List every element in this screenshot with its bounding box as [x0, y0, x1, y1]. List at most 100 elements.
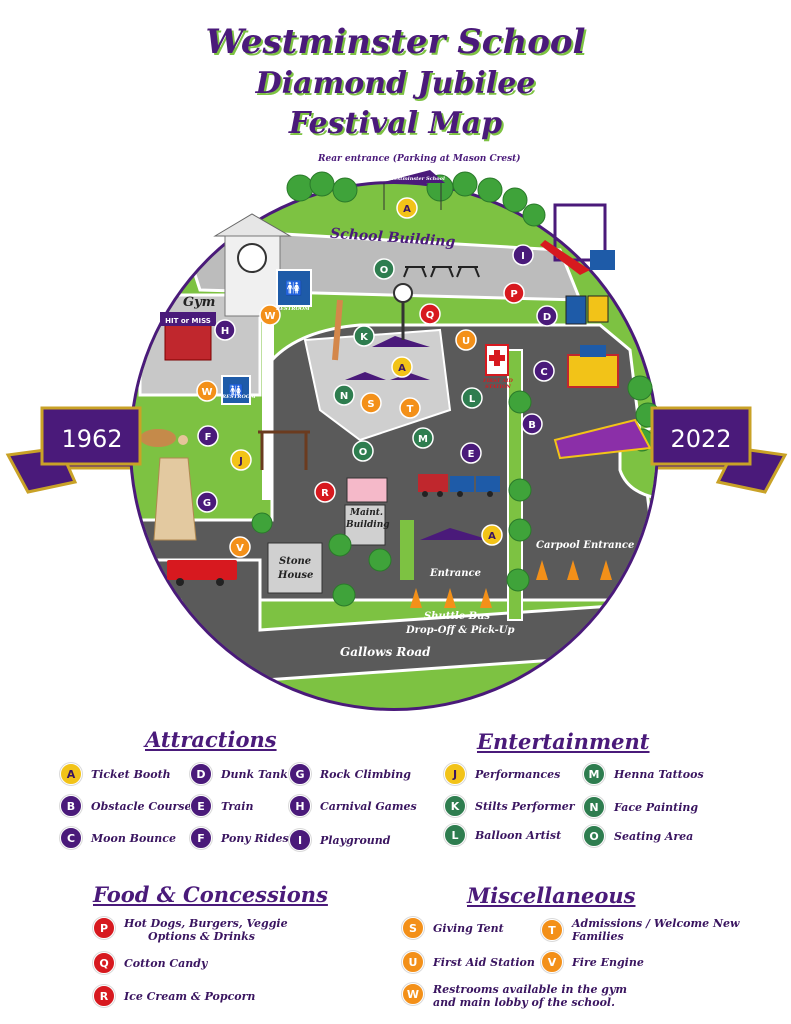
badge-icon: H	[289, 795, 311, 817]
legend-item-b: B Obstacle Course	[60, 795, 191, 817]
map-marker-letter: V	[236, 543, 244, 554]
entertainment-heading: Entertainment	[477, 729, 650, 754]
misc-heading: Miscellaneous	[467, 883, 636, 908]
badge-icon: C	[60, 827, 82, 849]
map-marker-letter: Q	[426, 310, 435, 321]
map-marker-c: C	[533, 360, 555, 382]
map-marker-letter: R	[321, 488, 329, 499]
map-marker-o: O	[352, 440, 374, 462]
badge-icon: S	[402, 917, 424, 939]
map-marker-k: K	[353, 325, 375, 347]
legend-label-line2: Options & Drinks	[148, 930, 255, 943]
badge-icon: L	[444, 824, 466, 846]
traffic-cone-icons	[410, 560, 612, 608]
legend-label: Giving Tent	[433, 921, 504, 935]
map-marker-letter: U	[462, 336, 470, 347]
pony-rides-icon	[140, 429, 188, 447]
map-marker-v: V	[229, 536, 251, 558]
legend-label-line2: and main lobby of the school.	[433, 996, 615, 1009]
badge-icon: V	[541, 951, 563, 973]
legend-item-q: Q Cotton Candy	[93, 952, 207, 974]
map-marker-u: U	[455, 329, 477, 351]
tree-row-icons	[251, 171, 661, 607]
map-marker-letter: H	[221, 326, 229, 337]
badge-icon: D	[190, 763, 212, 785]
legend-label: Performances	[475, 767, 561, 781]
badge-icon: B	[60, 795, 82, 817]
restroom-sign-icon: 🚻 🚻	[221, 269, 312, 405]
badge-icon: W	[402, 983, 424, 1005]
map-marker-letter: A	[403, 204, 411, 215]
title-line-2: Diamond Jubilee	[255, 66, 536, 101]
map-marker-letter: K	[360, 332, 369, 343]
legend-label: Obstacle Course	[91, 799, 192, 813]
map-marker-letter: T	[407, 404, 414, 415]
stilts-performer-icon	[332, 299, 343, 361]
food-heading: Food & Concessions	[93, 882, 328, 907]
legend-label: Seating Area	[614, 829, 694, 843]
map-marker-letter: I	[521, 251, 525, 262]
map-marker-letter: N	[340, 391, 348, 402]
title-line-1: Westminster School	[205, 22, 586, 62]
picnic-table-icons	[403, 266, 480, 278]
map-marker-j: J	[230, 449, 252, 471]
stone-house	[267, 542, 323, 594]
legend-label: First Aid Station	[433, 955, 535, 969]
legend-label: Face Painting	[614, 800, 699, 814]
legend-label: Carnival Games	[320, 799, 417, 813]
map-marker-a: A	[396, 197, 418, 219]
map-marker-d: D	[536, 305, 558, 327]
legend-label: Hot Dogs, Burgers, Veggie	[124, 917, 288, 930]
legend-item-r: R Ice Cream & Popcorn	[93, 985, 255, 1007]
train-icon	[418, 474, 500, 497]
carnival-booth-icon: HIT or MISS	[160, 312, 216, 361]
legend-label: Pony Rides	[221, 831, 289, 845]
map-marker-letter: A	[488, 531, 496, 542]
map-marker-o: O	[373, 258, 395, 280]
legend-label: Ticket Booth	[91, 767, 171, 781]
food-truck-icon	[346, 477, 388, 503]
restroom-label-2: RESTROOM	[222, 394, 256, 400]
map-marker-n: N	[333, 384, 355, 406]
badge-icon: T	[541, 919, 563, 941]
legend-label: Cotton Candy	[124, 956, 208, 970]
rock-wall-icon	[153, 457, 197, 541]
legend-label: Stilts Performer	[475, 799, 575, 813]
badge-icon: R	[93, 985, 115, 1007]
map-marker-p: P	[503, 282, 525, 304]
map-marker-m: M	[412, 427, 434, 449]
first-aid-sign-label: FIRST AID STATION	[483, 378, 513, 390]
ribbon-year-right: 2022	[650, 406, 752, 466]
map-marker-w: W	[259, 304, 281, 326]
svg-text:🚻: 🚻	[229, 384, 244, 398]
legend-item-u: U First Aid Station	[402, 951, 535, 973]
map-marker-letter: O	[359, 447, 368, 458]
badge-icon: O	[583, 825, 605, 847]
badge-icon: U	[402, 951, 424, 973]
badge-icon: Q	[93, 952, 115, 974]
obstacle-course-icon	[553, 418, 652, 460]
legend-label: Henna Tattoos	[614, 767, 704, 781]
badge-icon: K	[444, 795, 466, 817]
map-marker-r: R	[314, 481, 336, 503]
legend-label: Ice Cream & Popcorn	[124, 989, 256, 1003]
legend-item-s: S Giving Tent	[402, 917, 504, 939]
rear-tent-icon	[380, 170, 445, 210]
entrance-label: Entrance	[430, 568, 481, 579]
festival-map: 🚻 🚻 HIT or MISS	[5, 170, 788, 711]
map-marker-s: S	[360, 392, 382, 414]
center-tent-icons	[345, 336, 490, 540]
legend-item-h: H Carnival Games	[289, 795, 417, 817]
badge-icon: I	[289, 829, 311, 851]
fire-engine-icon	[167, 560, 237, 586]
playground-icon	[540, 203, 615, 275]
